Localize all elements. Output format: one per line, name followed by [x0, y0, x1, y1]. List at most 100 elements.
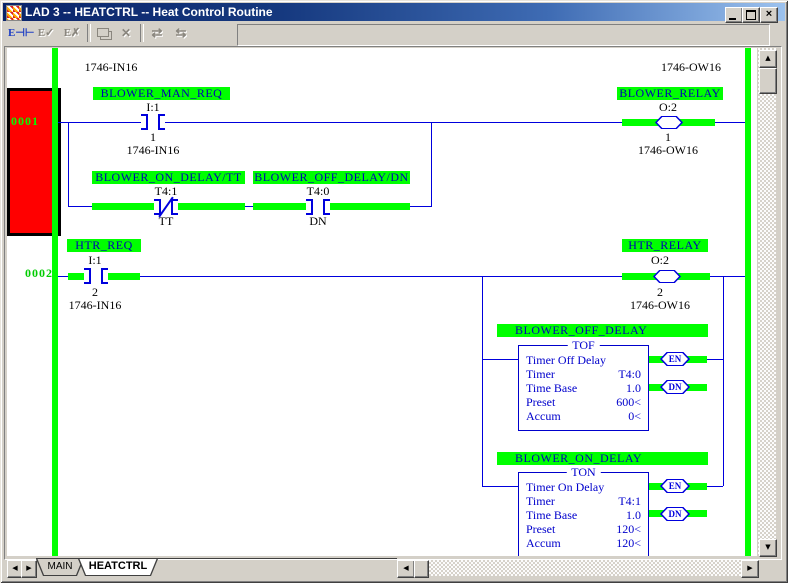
bit-label: 1: [665, 130, 671, 144]
address-label: T4:1: [154, 184, 178, 198]
coil-fill: [655, 271, 679, 282]
delete-icon[interactable]: ✕: [120, 26, 132, 40]
coil-fill: [662, 480, 688, 492]
app-icon: [6, 5, 22, 21]
coil-blower-relay[interactable]: [655, 116, 683, 129]
address-label: O:2: [651, 253, 669, 267]
title-bar[interactable]: LAD 3 -- HEATCTRL -- Heat Control Routin…: [3, 3, 785, 23]
contact-bracket-left: [306, 199, 313, 215]
rung-number-0002[interactable]: 0002: [25, 266, 53, 280]
toolbar-separator: [87, 24, 91, 42]
rung1-branch-wire: [68, 206, 431, 207]
minimize-button[interactable]: [725, 7, 743, 23]
contact-bracket-right: [101, 268, 108, 284]
card-label: 1746-OW16: [630, 298, 690, 312]
rung2-main-wire: [55, 276, 745, 277]
symbol-blower-on-delay[interactable]: BLOWER_ON_DELAY: [497, 452, 708, 465]
horizontal-scrollbar[interactable]: [397, 560, 757, 576]
close-button[interactable]: ×: [760, 7, 778, 23]
field-value: T4:1: [618, 494, 641, 508]
close-icon: ×: [765, 8, 773, 20]
timer-description-text: Timer Off Delay: [526, 353, 606, 367]
field-name: Preset: [526, 522, 556, 536]
symbol-htr-relay[interactable]: HTR_RELAY: [622, 239, 708, 252]
symbol-blower-relay[interactable]: BLOWER_RELAY: [617, 87, 723, 100]
ton-block-type: TON: [566, 466, 601, 479]
rung1-branch-left-wire: [68, 122, 69, 207]
contact-tt-normally-closed[interactable]: [154, 196, 178, 218]
tab-main[interactable]: MAIN: [36, 559, 84, 576]
minimize-icon: [729, 18, 736, 20]
coil-htr-relay[interactable]: [653, 270, 681, 283]
scroll-right-button[interactable]: ▶: [741, 560, 759, 578]
horizontal-scroll-thumb[interactable]: [414, 560, 429, 578]
en-label: EN: [668, 354, 682, 364]
contact-bracket-left: [141, 114, 148, 130]
vertical-scroll-thumb[interactable]: [759, 68, 777, 94]
symbol-blower-off-delay[interactable]: BLOWER_OFF_DELAY: [497, 324, 708, 337]
toolbar-empty-panel: [237, 24, 770, 46]
symbol-blower-on-delay-tt[interactable]: BLOWER_ON_DELAY/TT: [92, 171, 245, 184]
contact-blower-man-req[interactable]: [141, 113, 165, 131]
cancel-rung-edits-icon[interactable]: E✗: [63, 27, 81, 39]
tof-en-coil: EN: [660, 352, 690, 366]
coil-fill: [662, 381, 688, 393]
scroll-left-button[interactable]: ◀: [397, 560, 415, 578]
timer-description: Timer Off Delay: [526, 353, 641, 367]
accept-rung-edits-icon[interactable]: E✓: [37, 27, 55, 39]
address-label: T4:0: [306, 184, 330, 198]
address-label: I:1: [88, 253, 102, 267]
field-name: Accum: [526, 536, 561, 550]
header-right-card: 1746-OW16: [661, 60, 721, 74]
card-label: 1746-IN16: [68, 298, 122, 312]
field-value: T4:0: [618, 367, 641, 381]
field-name: Accum: [526, 409, 561, 423]
card-label: 1746-OW16: [638, 143, 698, 157]
scroll-up-button[interactable]: ▲: [759, 50, 777, 68]
header-left-card: 1746-IN16: [84, 60, 138, 74]
field-value: 1.0: [626, 508, 641, 522]
tab-main-label: MAIN: [36, 559, 84, 576]
ton-en-coil: EN: [660, 479, 690, 493]
rung1-main-wire: [55, 122, 745, 123]
symbol-blower-man-req[interactable]: BLOWER_MAN_REQ: [93, 87, 230, 100]
symbol-blower-off-delay-dn[interactable]: BLOWER_OFF_DELAY/DN: [253, 170, 410, 184]
edit-rung-icon[interactable]: E⊣⊢: [8, 27, 35, 39]
swap-b-icon[interactable]: ⇆: [175, 25, 187, 40]
maximize-button[interactable]: [742, 7, 760, 23]
tof-input-wire: [482, 359, 518, 360]
rung-number-0001[interactable]: 0001: [11, 114, 39, 128]
ladder-canvas[interactable]: 0001 0002 1746-IN16 1746-OW16 BLOWER_MA: [7, 48, 757, 556]
stack-icon[interactable]: [92, 23, 116, 43]
timer-description-text: Timer On Delay: [526, 480, 605, 494]
tab-heatctrl-label: HEATCTRL: [78, 559, 158, 576]
coil-fill: [657, 117, 681, 128]
contact-bracket-right: [323, 199, 330, 215]
contact-htr-req[interactable]: [84, 267, 108, 285]
contact-dn-normally-open[interactable]: [306, 198, 330, 216]
tab-heatctrl[interactable]: HEATCTRL: [78, 559, 158, 576]
scroll-down-button[interactable]: ▼: [759, 539, 777, 557]
field-value: 120<: [616, 536, 641, 550]
ton-dn-coil: DN: [660, 507, 690, 521]
symbol-htr-req[interactable]: HTR_REQ: [67, 239, 141, 252]
tab-scroll-right-button[interactable]: ▶: [21, 560, 37, 578]
contact-bracket-right: [171, 199, 178, 215]
stack-glyph: [97, 28, 109, 37]
toolbar-separator: [140, 24, 144, 42]
left-power-rail: [52, 48, 58, 556]
dn-label: DN: [668, 509, 682, 519]
contact-bracket-left: [154, 199, 161, 215]
window-title: LAD 3 -- HEATCTRL -- Heat Control Routin…: [25, 5, 273, 19]
tab-bar-line: [36, 558, 397, 559]
swap-a-icon[interactable]: ⇄: [151, 25, 163, 40]
vertical-scrollbar[interactable]: [758, 48, 776, 556]
right-power-rail: [745, 48, 751, 556]
